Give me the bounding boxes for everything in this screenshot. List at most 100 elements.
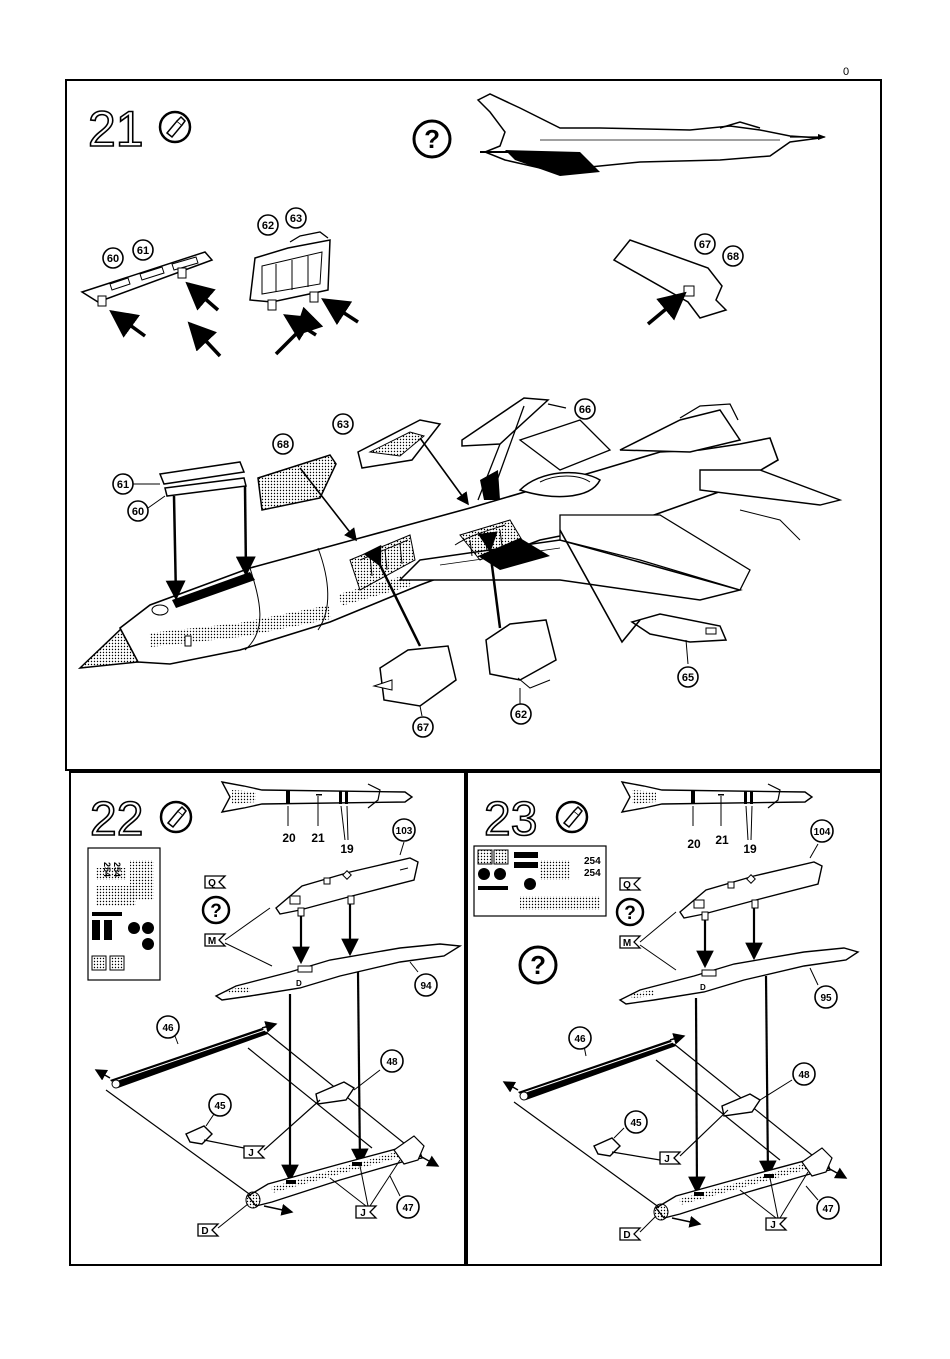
svg-text:D: D [296, 979, 302, 988]
part-label-61-strip: 61 [113, 474, 160, 494]
svg-text:?: ? [210, 901, 222, 922]
svg-text:D: D [700, 983, 706, 992]
glue-icon [557, 802, 587, 832]
svg-text:66: 66 [579, 404, 591, 416]
svg-text:60: 60 [132, 506, 144, 518]
part-label-45: 45 [209, 1094, 231, 1116]
svg-text:J: J [360, 1208, 366, 1219]
flag-d: D [620, 1228, 640, 1241]
flag-q: Q [620, 878, 640, 891]
fin-45 [186, 1114, 244, 1148]
part-label-95: 95 [815, 986, 837, 1008]
part-label-66: 66 [575, 399, 595, 419]
missile-illustration [622, 782, 812, 840]
aircraft-main-illustration [80, 404, 840, 668]
svg-text:62: 62 [262, 220, 274, 232]
svg-text:65: 65 [682, 672, 694, 684]
step-23-panel: 23 20 21 19 254 25 [467, 772, 881, 1265]
svg-text:?: ? [424, 124, 440, 154]
part-label-45: 45 [625, 1111, 647, 1133]
glue-icon [160, 112, 190, 142]
missile-label-20: 20 [282, 831, 296, 845]
missile-label-21: 21 [311, 831, 325, 845]
fin-45 [594, 1128, 660, 1160]
pylon-104 [680, 844, 822, 966]
svg-text:63: 63 [290, 213, 302, 225]
flag-m: M [205, 934, 225, 947]
svg-text:67: 67 [417, 722, 429, 734]
svg-text:47: 47 [402, 1203, 414, 1214]
svg-text:46: 46 [574, 1034, 586, 1045]
flag-j-lower: J [766, 1218, 786, 1231]
svg-text:61: 61 [137, 245, 149, 257]
glue-icon [161, 802, 191, 832]
part-label-47: 47 [817, 1197, 839, 1219]
step-21-number: 21 [88, 101, 144, 157]
step-22-panel: 22 20 21 19 254 [70, 772, 465, 1265]
svg-text:95: 95 [820, 993, 832, 1004]
svg-text:68: 68 [727, 251, 739, 263]
part-label-103: 103 [393, 819, 415, 841]
svg-text:61: 61 [117, 479, 129, 491]
svg-text:45: 45 [214, 1101, 226, 1112]
svg-text:68: 68 [277, 439, 289, 451]
svg-text:48: 48 [798, 1070, 810, 1081]
part-label-62-intake: 62 [511, 704, 531, 724]
part-62-63-assembly [250, 232, 358, 354]
svg-text:254: 254 [584, 856, 601, 867]
part-label-47: 47 [397, 1196, 419, 1218]
part-label-61: 61 [133, 240, 153, 260]
svg-text:M: M [623, 938, 631, 949]
decal-sheet: 254 254 [474, 846, 606, 916]
svg-text:62: 62 [515, 709, 527, 721]
part-60-61-assembly [82, 252, 220, 356]
svg-text:M: M [208, 936, 216, 947]
flag-j-lower: J [356, 1206, 376, 1219]
part-label-48: 48 [381, 1050, 403, 1072]
part-label-94: 94 [415, 974, 437, 996]
pylon-103 [276, 842, 418, 962]
question-icon: ? [617, 899, 643, 925]
svg-text:254: 254 [102, 862, 112, 877]
svg-text:46: 46 [162, 1023, 174, 1034]
aircraft-profile-illustration [478, 94, 826, 176]
svg-text:47: 47 [822, 1204, 834, 1215]
svg-text:J: J [664, 1154, 670, 1165]
flag-j-upper: J [660, 1152, 680, 1165]
step-21-panel: 21 ? 60 61 [66, 80, 881, 770]
svg-text:?: ? [624, 903, 636, 924]
svg-text:J: J [770, 1220, 776, 1231]
flag-q: Q [205, 876, 225, 889]
svg-text:J: J [248, 1148, 254, 1159]
part-label-48: 48 [793, 1063, 815, 1085]
svg-text:?: ? [530, 950, 546, 980]
missile-label-19: 19 [743, 842, 757, 856]
part-label-60-strip: 60 [128, 496, 165, 521]
step-22-number: 22 [90, 793, 143, 846]
svg-text:104: 104 [814, 827, 831, 838]
missile-label-19: 19 [340, 842, 354, 856]
step-23-number: 23 [484, 793, 537, 846]
svg-text:D: D [623, 1230, 630, 1241]
missile-label-20: 20 [687, 837, 701, 851]
missile-label-21: 21 [715, 833, 729, 847]
part-label-63-plate: 63 [333, 414, 353, 434]
svg-text:67: 67 [699, 239, 711, 251]
svg-text:D: D [201, 1226, 208, 1237]
svg-text:60: 60 [107, 253, 119, 265]
svg-text:63: 63 [337, 419, 349, 431]
svg-text:48: 48 [386, 1057, 398, 1068]
part-label-63: 63 [286, 208, 306, 228]
question-icon: ? [414, 121, 450, 157]
part-label-46: 46 [157, 1016, 179, 1038]
flag-m: M [620, 936, 640, 949]
part-label-68-plate: 68 [273, 434, 293, 454]
part-label-62: 62 [258, 215, 278, 235]
svg-text:103: 103 [396, 826, 413, 837]
svg-text:254: 254 [112, 862, 122, 877]
part-label-67-intake: 67 [413, 717, 433, 737]
svg-text:254: 254 [584, 868, 601, 879]
part-label-104: 104 [811, 820, 833, 842]
fin-48 [316, 1070, 380, 1104]
decal-sheet: 254 254 [88, 848, 160, 980]
